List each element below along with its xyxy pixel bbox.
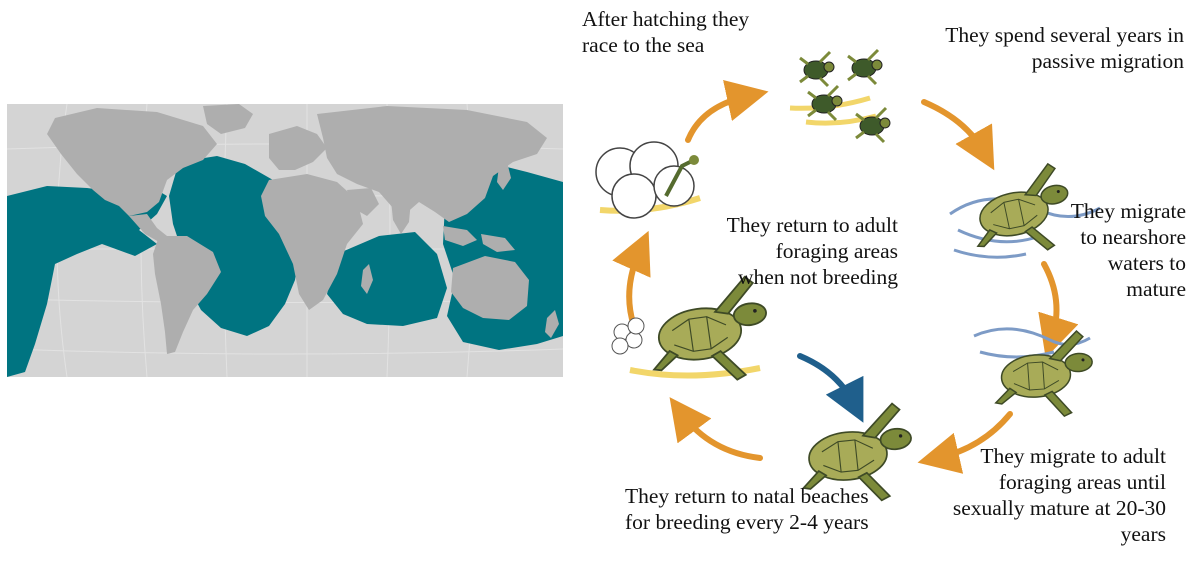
world-map — [7, 104, 563, 377]
subadult-turtle-icon — [974, 329, 1096, 421]
arrow-return-foraging — [800, 356, 854, 404]
hatchlings-icon — [790, 50, 890, 142]
stage-label-hatch: After hatching they race to the sea — [582, 6, 752, 58]
arrow-to-passive — [924, 102, 984, 152]
nesting-turtle-icon — [612, 275, 775, 391]
range-map — [7, 104, 563, 377]
stage-label-foraging: They migrate to adult foraging areas unt… — [926, 443, 1166, 547]
arrow-to-hatch — [629, 250, 640, 326]
stage-label-nearshore: They migrate to nearshore waters to matu… — [1050, 198, 1186, 302]
stage-label-natal: They return to natal beaches for breedin… — [625, 483, 887, 535]
life-cycle-diagram: After hatching they race to the sea They… — [570, 0, 1194, 572]
arrow-to-natal — [682, 414, 760, 458]
hatching-egg-icon — [596, 142, 700, 218]
stage-label-passive: They spend several years in passive migr… — [910, 22, 1184, 74]
arrow-hatch-to-sea — [688, 96, 748, 140]
stage-label-return: They return to adult foraging areas when… — [724, 212, 898, 290]
